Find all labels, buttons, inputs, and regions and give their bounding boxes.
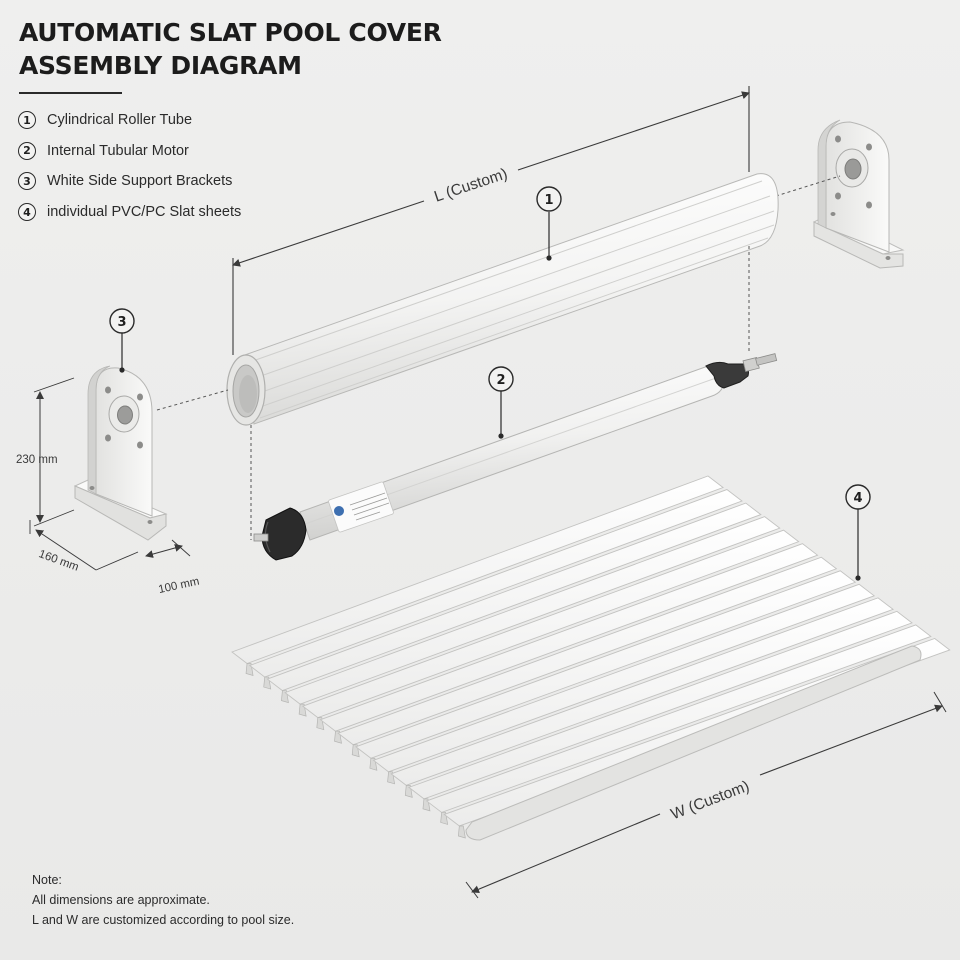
callout-bracket: 3 <box>109 308 135 373</box>
slat-sheet <box>248 489 743 678</box>
legend-label-slats: individual PVC/PC Slat sheets <box>47 204 242 221</box>
bracket-depth-label: 160 mm <box>37 548 80 573</box>
slat-sheet <box>390 597 894 786</box>
callout-number-1: 1 <box>544 193 553 208</box>
slat-sheet <box>372 583 876 773</box>
slat-sheet <box>354 570 857 759</box>
callout-motor: 2 <box>488 366 514 439</box>
motor-head <box>261 507 307 561</box>
roller-tube <box>226 173 779 426</box>
motor-shaft <box>755 353 778 366</box>
slat-end-profile <box>457 825 466 839</box>
legend-item-brackets: 3 White Side Support Brackets <box>18 171 241 191</box>
right-support-bracket <box>812 119 905 269</box>
legend-number-4: 4 <box>18 203 36 222</box>
slat-sheet <box>319 543 819 732</box>
left-support-bracket <box>73 365 168 541</box>
slat-sheet <box>407 610 913 800</box>
callout-number-4: 4 <box>853 491 862 506</box>
legend-number-1: 1 <box>18 111 36 129</box>
width-label: W (Custom) <box>669 778 752 823</box>
legend-label-roller-tube: Cylindrical Roller Tube <box>47 112 193 128</box>
slat-sheet <box>301 529 800 719</box>
right-bracket-alignment-line <box>775 175 841 197</box>
slat-sheet <box>231 475 724 665</box>
legend-label-brackets: White Side Support Brackets <box>47 173 233 190</box>
callout-slats: 4 <box>845 484 871 581</box>
left-bracket-alignment-line <box>156 389 229 411</box>
slat-sheets <box>231 475 951 841</box>
note-line-2: L and W are customized according to pool… <box>32 913 295 927</box>
callout-number-3: 3 <box>117 315 126 330</box>
length-label: L (Custom) <box>432 165 510 205</box>
callout-roller-tube: 1 <box>536 186 562 261</box>
bracket-width-label: 100 mm <box>157 576 200 596</box>
parts-legend: 1 Cylindrical Roller Tube 2 Internal Tub… <box>18 110 241 233</box>
slat-sheet <box>266 502 762 692</box>
tubular-motor <box>253 353 778 561</box>
legend-item-roller-tube: 1 Cylindrical Roller Tube <box>18 110 241 130</box>
note-line-1: All dimensions are approximate. <box>32 893 210 907</box>
slat-sheet <box>425 624 932 813</box>
title-line-2: ASSEMBLY DIAGRAM <box>19 51 302 80</box>
legend-number-3: 3 <box>18 172 36 191</box>
legend-label-motor: Internal Tubular Motor <box>47 142 189 159</box>
slat-sheet <box>337 556 838 746</box>
legend-number-2: 2 <box>18 141 36 160</box>
slat-sheet <box>284 516 781 705</box>
bracket-height-label: 230 mm <box>16 454 58 466</box>
note-block: Note: All dimensions are approximate. L … <box>32 870 294 930</box>
legend-item-slats: 4 individual PVC/PC Slat sheets <box>18 202 241 222</box>
motor-brand-logo <box>334 506 344 516</box>
title-divider <box>19 92 122 94</box>
slat-front-edge <box>465 645 922 841</box>
diagram-title: AUTOMATIC SLAT POOL COVER ASSEMBLY DIAGR… <box>19 16 442 82</box>
title-line-1: AUTOMATIC SLAT POOL COVER <box>19 18 442 47</box>
callout-number-2: 2 <box>496 373 505 388</box>
legend-item-motor: 2 Internal Tubular Motor <box>18 141 241 161</box>
note-heading: Note: <box>32 873 62 887</box>
